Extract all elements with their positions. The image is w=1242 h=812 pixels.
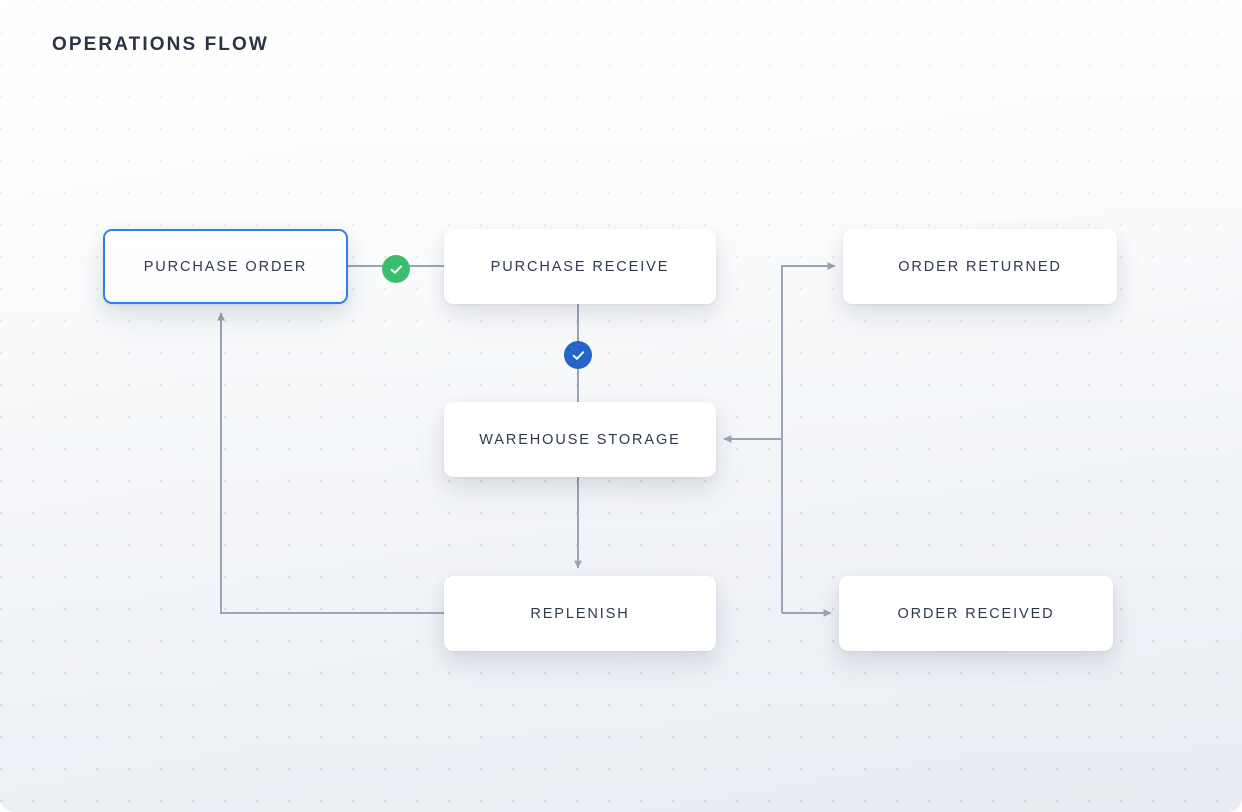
- node-order-returned[interactable]: ORDER RETURNED: [843, 229, 1117, 304]
- node-order-received[interactable]: ORDER RECEIVED: [839, 576, 1113, 651]
- node-label: WAREHOUSE STORAGE: [479, 431, 681, 448]
- node-label: PURCHASE ORDER: [143, 258, 308, 275]
- badge-purchase-receive-current[interactable]: [564, 341, 592, 369]
- edge-trunk-to-order-returned[interactable]: [781, 262, 836, 613]
- badge-purchase-order-complete[interactable]: [382, 255, 410, 283]
- node-label: REPLENISH: [530, 605, 630, 622]
- node-warehouse-storage[interactable]: WAREHOUSE STORAGE: [444, 402, 716, 477]
- node-replenish[interactable]: REPLENISH: [444, 576, 716, 651]
- node-label: ORDER RECEIVED: [897, 605, 1055, 622]
- node-label: PURCHASE RECEIVE: [490, 258, 670, 275]
- node-purchase-receive[interactable]: PURCHASE RECEIVE: [444, 229, 716, 304]
- check-icon: [572, 350, 584, 360]
- node-label: ORDER RETURNED: [898, 258, 1062, 275]
- page-title: OPERATIONS FLOW: [52, 34, 269, 55]
- edge-replenish-to-purchase-order[interactable]: [217, 312, 444, 614]
- node-purchase-order[interactable]: PURCHASE ORDER: [103, 229, 348, 304]
- check-icon: [390, 264, 402, 274]
